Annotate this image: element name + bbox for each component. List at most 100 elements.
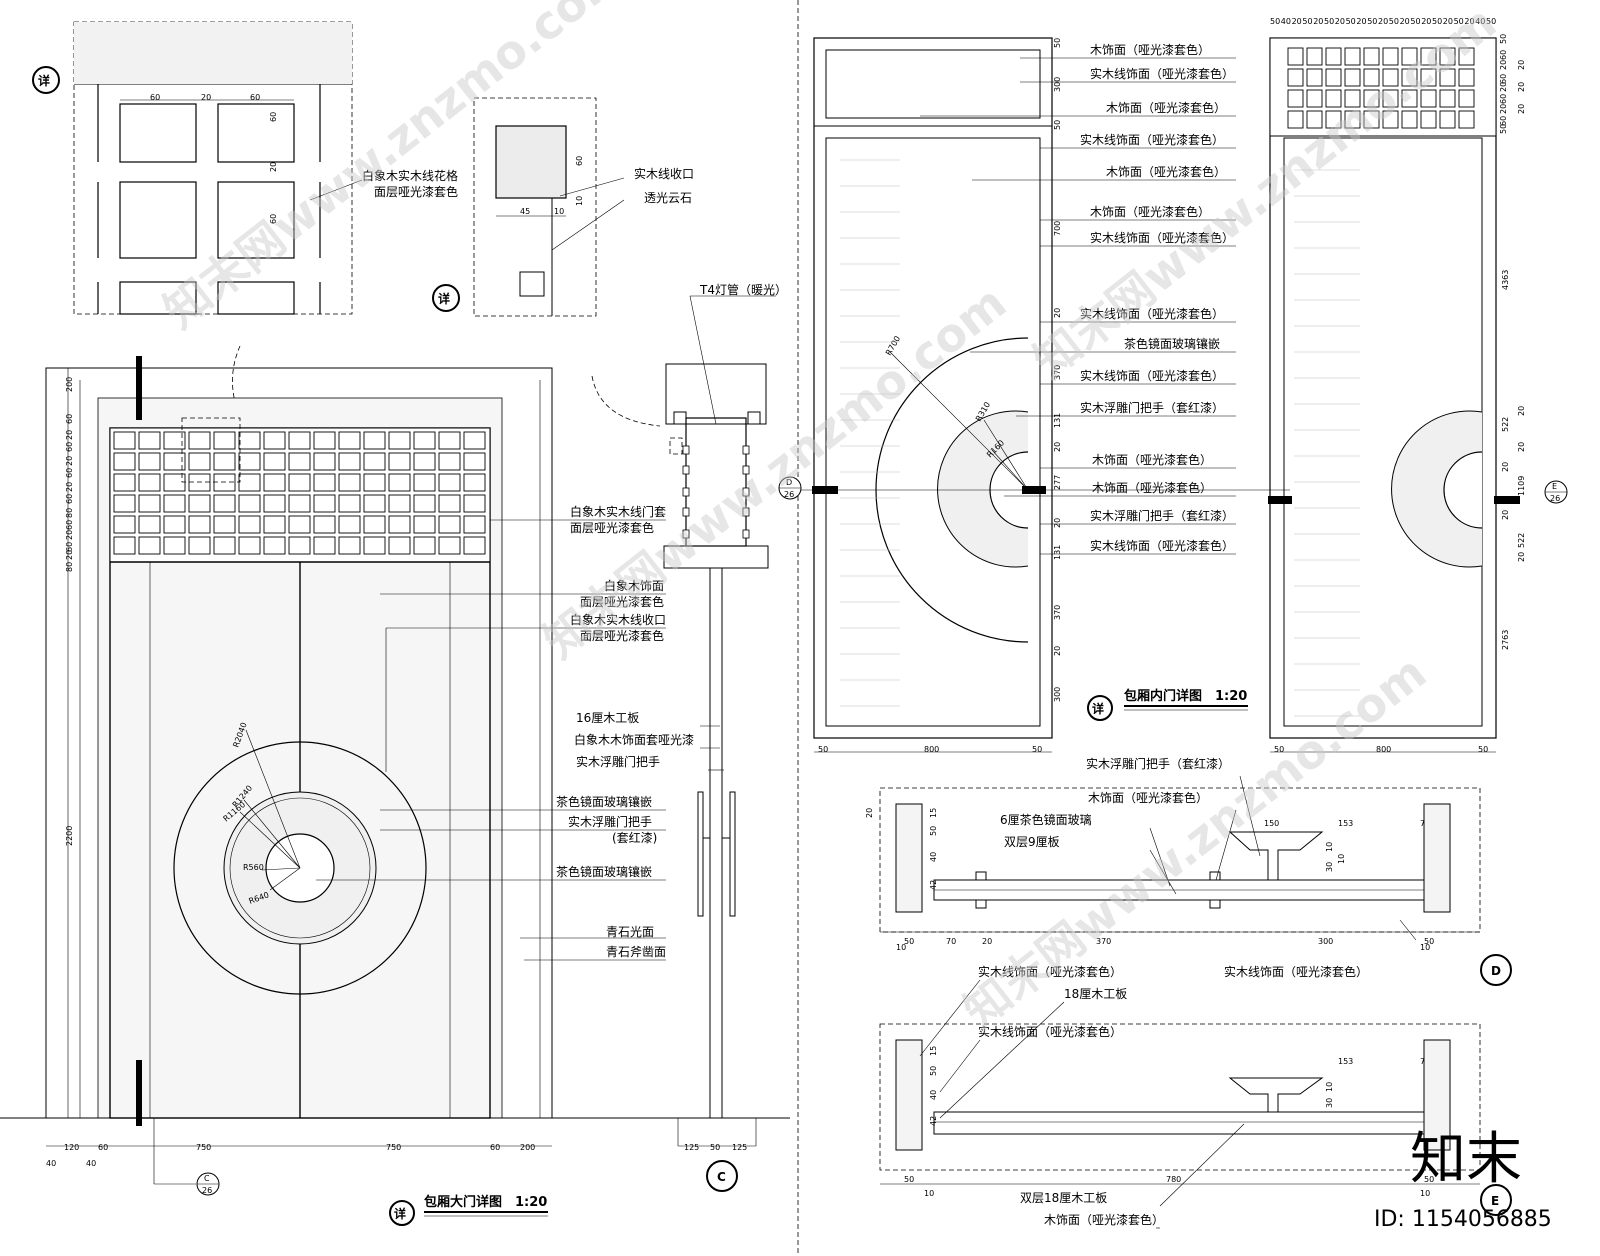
- svg-text:200: 200: [520, 1143, 535, 1152]
- lattice-cell: [388, 452, 411, 471]
- lattice-cell: [413, 494, 436, 513]
- svg-text:50: 50: [1478, 745, 1488, 754]
- lattice-cell: [1306, 89, 1323, 108]
- lattice-cell: [388, 431, 411, 450]
- svg-text:知末网www.znzmo.com: 知末网www.znzmo.com: [1024, 0, 1507, 389]
- main-door-label: 实木浮雕门把手: [576, 754, 660, 769]
- dim-label: 80: [65, 508, 74, 518]
- lattice-cell: [1458, 68, 1475, 87]
- svg-text:详: 详: [438, 291, 450, 306]
- svg-text:20: 20: [269, 162, 278, 172]
- svg-text:C: C: [717, 1170, 726, 1184]
- dim-label: 70: [946, 937, 956, 946]
- svg-text:153: 153: [1338, 819, 1353, 828]
- section-d-badge-icon: [1480, 954, 1512, 986]
- leader-line: [1149, 849, 1177, 895]
- svg-text:125: 125: [684, 1143, 699, 1152]
- svg-text:120: 120: [64, 1143, 79, 1152]
- main-door-label: 实木浮雕门把手: [568, 814, 652, 829]
- svg-text:木饰面（哑光漆套色）: 木饰面（哑光漆套色）: [1092, 481, 1212, 495]
- main-door-label: 茶色镜面玻璃镶嵌: [556, 794, 652, 809]
- lattice-cell: [213, 431, 236, 450]
- dim-label: 20: [865, 808, 874, 818]
- lattice-cell: [238, 515, 261, 534]
- lattice-cell: [1420, 47, 1437, 66]
- lattice-cell: [263, 536, 286, 555]
- dim-label: 20: [65, 530, 74, 540]
- dim-label: 300: [1053, 687, 1062, 702]
- main-door-label: 白象木实木线门套: [570, 504, 666, 519]
- detail-badge-icon: [389, 1200, 415, 1226]
- svg-text:实木线饰面（哑光漆套色）: 实木线饰面（哑光漆套色）: [1224, 964, 1368, 979]
- svg-text:实木线饰面（哑光漆套色）: 实木线饰面（哑光漆套色）: [978, 1024, 1122, 1039]
- svg-text:R560: R560: [243, 863, 264, 872]
- leader-line: [1159, 1123, 1245, 1207]
- svg-text:10: 10: [1325, 842, 1334, 852]
- edge-label-1: 实木线收口: [634, 166, 694, 181]
- lattice-grid-right: [1287, 47, 1475, 129]
- lattice-cell: [438, 536, 461, 555]
- leader-line: [1399, 919, 1417, 941]
- lattice-cell: [1363, 47, 1380, 66]
- dim-label: 20: [1501, 510, 1510, 520]
- lattice-cell: [463, 431, 486, 450]
- svg-text:40: 40: [86, 1159, 96, 1168]
- svg-text:153: 153: [1338, 1057, 1353, 1066]
- dim-label: 60: [1499, 74, 1508, 84]
- inner-door-labels: 木饰面（哑光漆套色） 实木线饰面（哑光漆套色） 木饰面（哑光漆套色） 实木线饰面…: [1080, 43, 1234, 553]
- lattice-cell: [138, 515, 161, 534]
- grid-label-1: 白象木实木线花格: [362, 168, 458, 183]
- lattice-cell: [413, 431, 436, 450]
- lattice-cell: [138, 452, 161, 471]
- dim-label: 131: [1053, 545, 1062, 560]
- svg-text:50: 50: [1032, 745, 1042, 754]
- dim-label: 80: [65, 562, 74, 572]
- lattice-cell: [113, 431, 136, 450]
- dim-label: 370: [1053, 365, 1062, 380]
- lattice-cell: [1287, 68, 1304, 87]
- dim-label: 20: [1501, 462, 1510, 472]
- lattice-cell: [1325, 89, 1342, 108]
- dim-label: 15: [929, 1046, 938, 1056]
- dim-label: 50: [1486, 17, 1496, 26]
- svg-text:26: 26: [1550, 494, 1560, 503]
- svg-text:50: 50: [710, 1143, 720, 1152]
- svg-text:木饰面（哑光漆套色）: 木饰面（哑光漆套色）: [1106, 165, 1226, 179]
- svg-text:60: 60: [575, 156, 584, 166]
- lattice-cell: [1401, 68, 1418, 87]
- lattice-cell: [313, 452, 336, 471]
- dim-label: 50: [1053, 38, 1062, 48]
- lattice-cell: [1344, 47, 1361, 66]
- dim-label: 60: [1499, 50, 1508, 60]
- main-door-label: 青石光面: [606, 925, 654, 939]
- lattice-cell: [313, 473, 336, 492]
- lattice-cell: [1382, 110, 1399, 129]
- dim-label: 60: [65, 468, 74, 478]
- edge-label-2: 透光云石: [644, 191, 692, 205]
- svg-text:详: 详: [394, 1206, 406, 1221]
- dim-label: 20: [1053, 518, 1062, 528]
- svg-text:10: 10: [896, 943, 906, 952]
- svg-text:D: D: [1491, 964, 1501, 978]
- lattice-cell: [238, 431, 261, 450]
- dim-label: 50: [1454, 17, 1464, 26]
- lattice-cell: [1287, 110, 1304, 129]
- dim-label: 40: [1475, 17, 1485, 26]
- svg-text:C: C: [204, 1174, 210, 1183]
- dim-label: 20: [65, 482, 74, 492]
- lattice-cell: [1439, 47, 1456, 66]
- brand-watermark: 知末: [1410, 1127, 1522, 1192]
- lattice-cell: [1420, 110, 1437, 129]
- main-door-label: 白象木饰面: [604, 578, 664, 593]
- svg-text:木饰面（哑光漆套色）: 木饰面（哑光漆套色）: [1090, 43, 1210, 57]
- main-door-label: 16厘木工板: [576, 711, 639, 725]
- lattice-cell: [388, 473, 411, 492]
- lattice-cell: [1458, 89, 1475, 108]
- svg-text:60: 60: [490, 1143, 500, 1152]
- lattice-cell: [288, 536, 311, 555]
- lattice-cell: [138, 494, 161, 513]
- svg-text:木饰面（哑光漆套色）: 木饰面（哑光漆套色）: [1088, 791, 1208, 805]
- lattice-cell: [338, 515, 361, 534]
- svg-text:60: 60: [98, 1143, 108, 1152]
